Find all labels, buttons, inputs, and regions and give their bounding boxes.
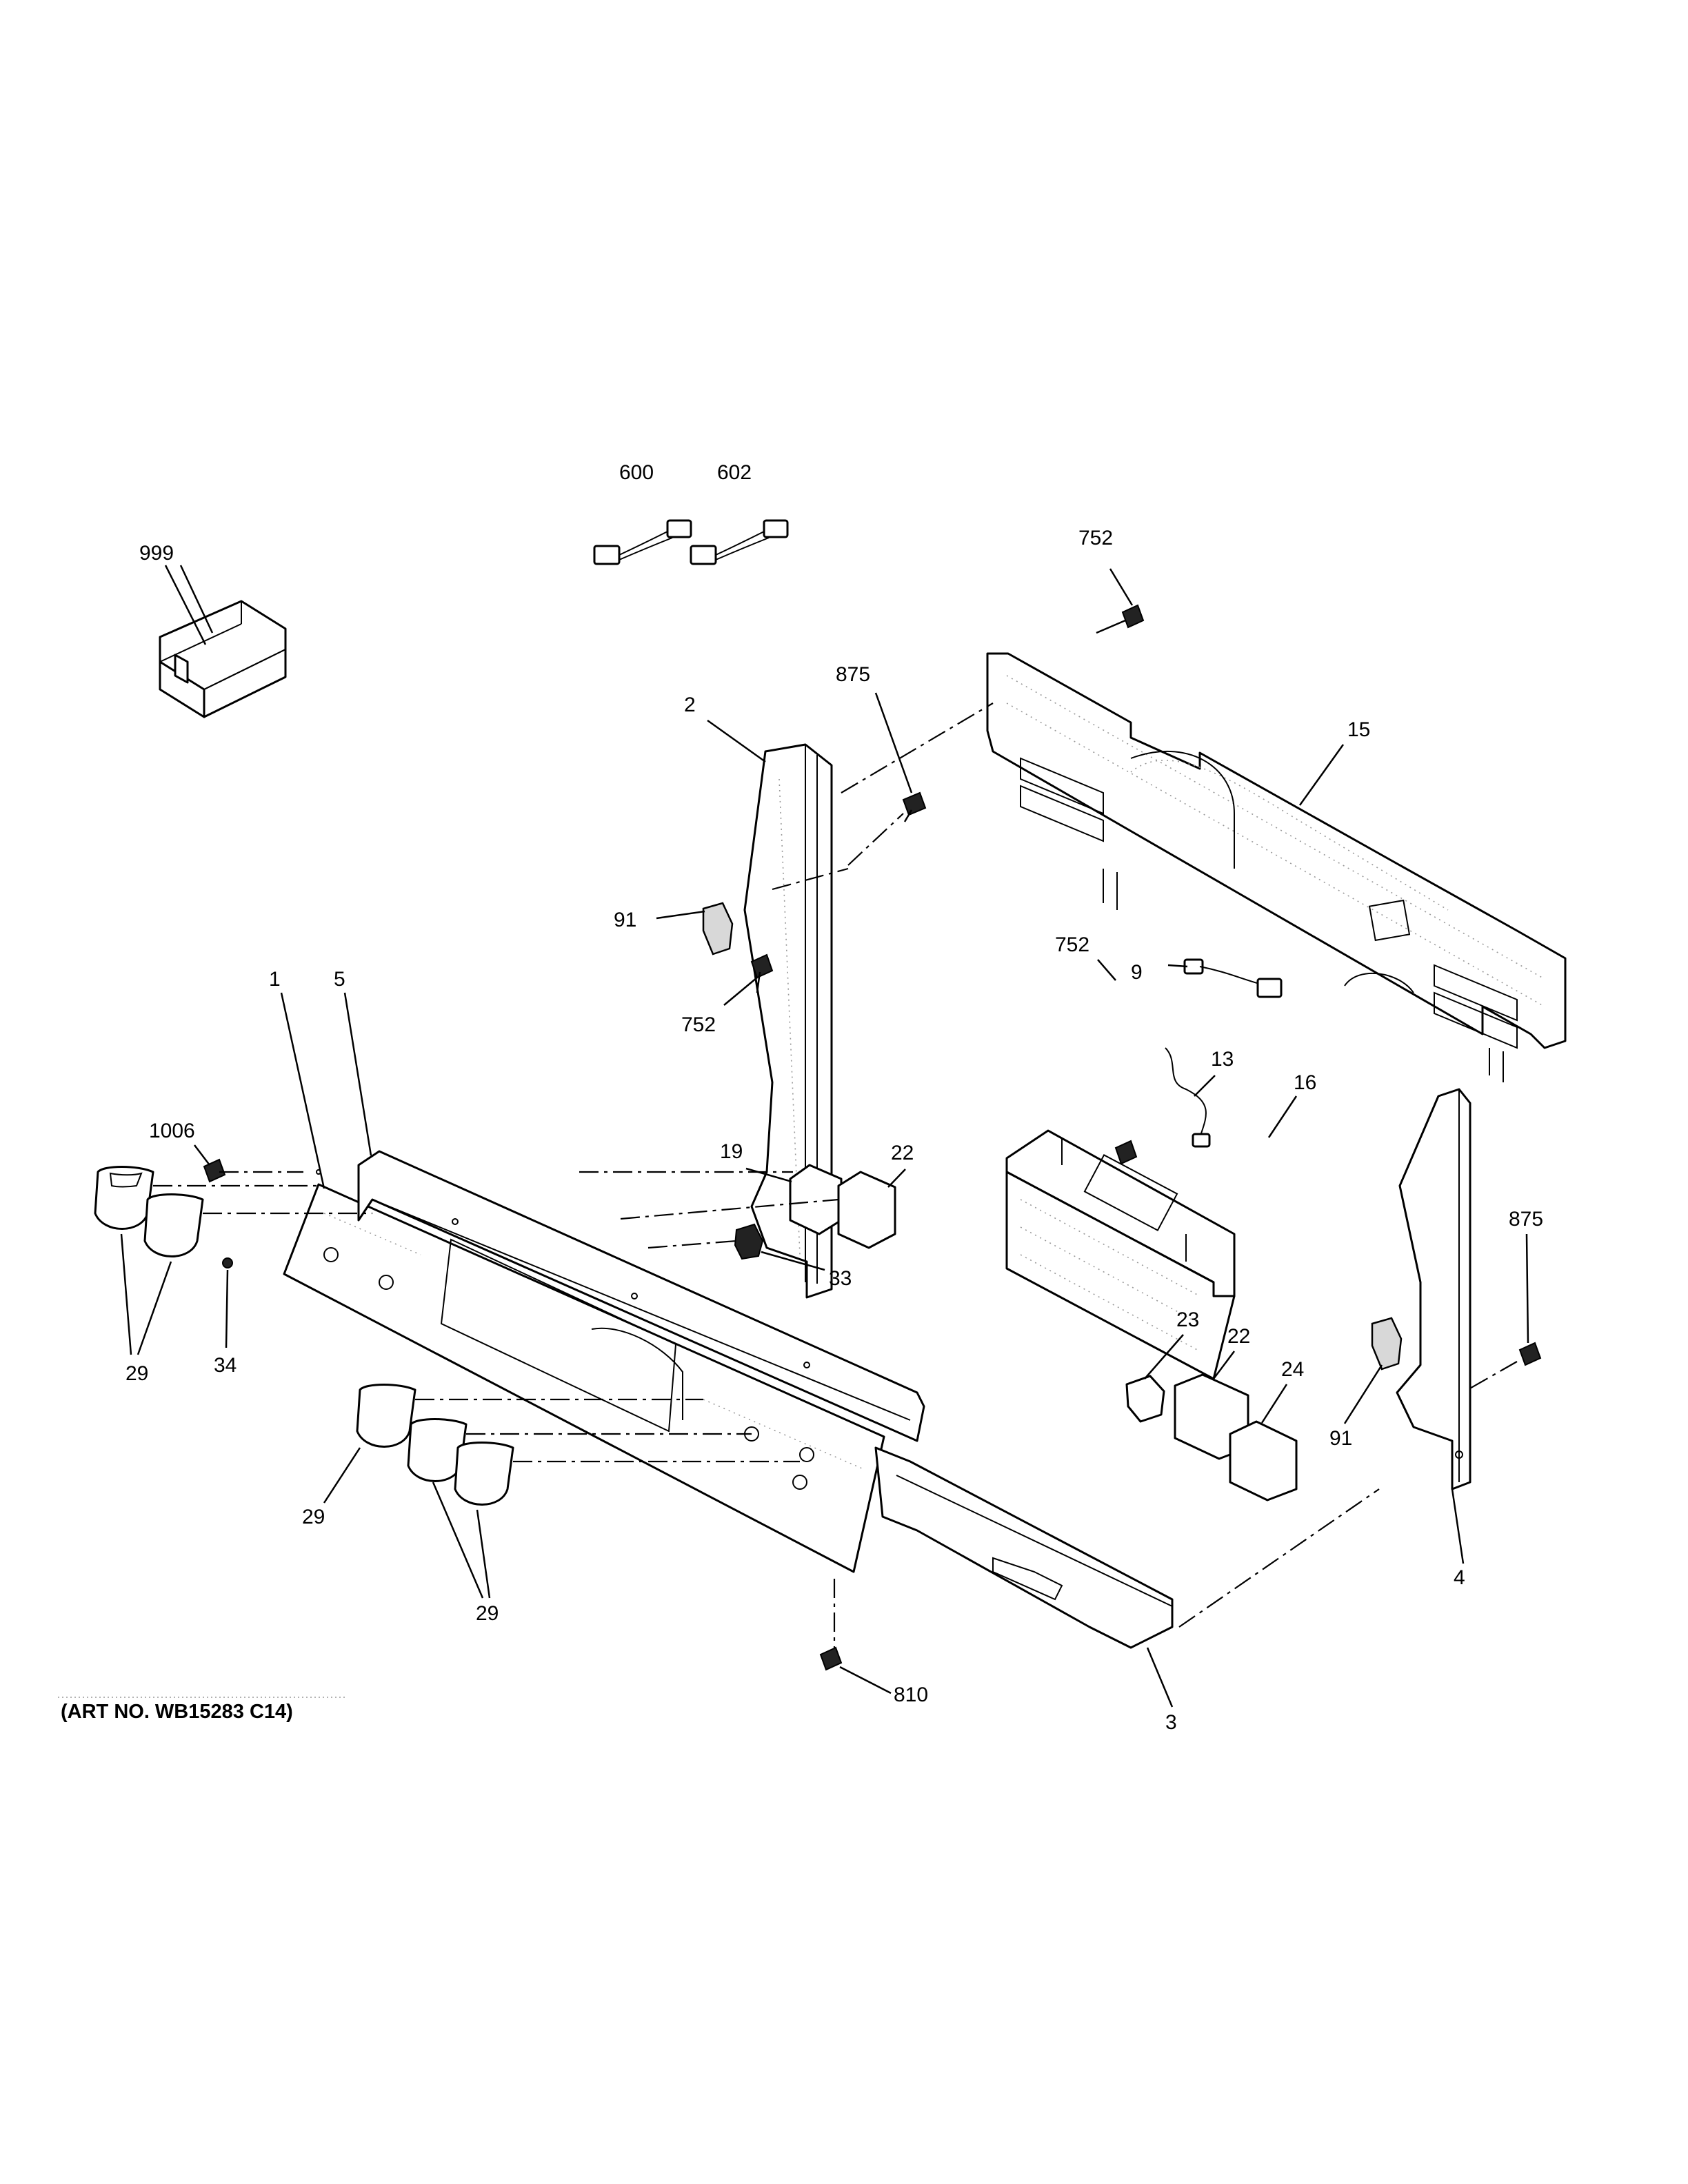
part-13-wire [1165,1047,1211,1148]
leader-lines [120,565,1529,1708]
callout-4: 4 [1454,1566,1465,1589]
callout-1: 1 [269,968,281,991]
callout-23: 23 [1176,1308,1199,1331]
callout-22-upper: 22 [891,1142,914,1164]
part-9-wire [1183,958,1283,998]
part-875-screw-right [1518,1342,1542,1366]
callout-3: 3 [1165,1711,1177,1734]
part-999-box [159,600,287,718]
callout-19: 19 [720,1140,743,1163]
part-29-knob-left-2 [143,1193,204,1257]
part-810-screw [819,1646,843,1671]
part-752-screw-bracket [750,953,774,993]
part-602-harness [690,519,789,565]
callout-5: 5 [334,968,345,991]
callout-29-bottom: 29 [476,1602,499,1625]
callout-602: 602 [717,461,752,484]
callout-22-lower: 22 [1227,1325,1250,1348]
callout-29-left: 29 [125,1362,148,1385]
part-22-switch-upper [837,1171,896,1249]
callout-16: 16 [1294,1071,1316,1094]
part-3-lower-trim [874,1446,1174,1649]
part-752-screw-top [1096,604,1145,634]
part-1-control-panel [283,1169,885,1573]
part-600-harness [593,519,692,565]
part-15-rear-panel [986,652,1567,1082]
callout-91-left: 91 [614,909,636,931]
part-34-screw [222,1257,233,1268]
part-91-clip-right [1371,1317,1403,1371]
callout-810: 810 [894,1684,928,1706]
callout-24: 24 [1281,1358,1304,1381]
part-29-knob-mid-3 [454,1442,514,1506]
part-875-screw-left [902,791,927,822]
callout-34: 34 [214,1354,237,1377]
assembly-lines [153,702,1518,1648]
callout-29-mid: 29 [302,1506,325,1528]
part-4-side-bracket [1396,1088,1471,1490]
part-33-switch [734,1223,764,1260]
part-29-knob-mid-1 [356,1384,416,1448]
callout-33: 33 [829,1267,852,1290]
callout-600: 600 [619,461,654,484]
callout-91-right: 91 [1329,1427,1352,1450]
callout-875-left: 875 [836,663,870,686]
part-5-trim [357,1150,925,1442]
callout-13: 13 [1211,1048,1234,1071]
part-24-switch [1229,1420,1298,1502]
part-16-control-board [1005,1129,1236,1380]
part-23-switch [1125,1375,1165,1423]
art-number: (ART NO. WB15283 C14) [61,1701,293,1723]
part-752-screw-display [1114,1140,1138,1165]
callout-752-bracket: 752 [681,1013,716,1036]
callout-875-right: 875 [1509,1208,1543,1231]
callout-999: 999 [139,542,174,565]
part-91-clip-left [702,902,734,956]
callout-1006: 1006 [149,1120,195,1142]
callout-752-display: 752 [1055,933,1089,956]
callout-752-top: 752 [1078,527,1113,549]
callout-9: 9 [1131,961,1143,984]
callout-labels: 600 602 999 752 875 2 15 91 752 752 9 13… [125,461,1543,1734]
callout-2: 2 [684,694,696,716]
callout-15: 15 [1347,718,1370,741]
part-29-knob-left-1 [94,1166,154,1230]
